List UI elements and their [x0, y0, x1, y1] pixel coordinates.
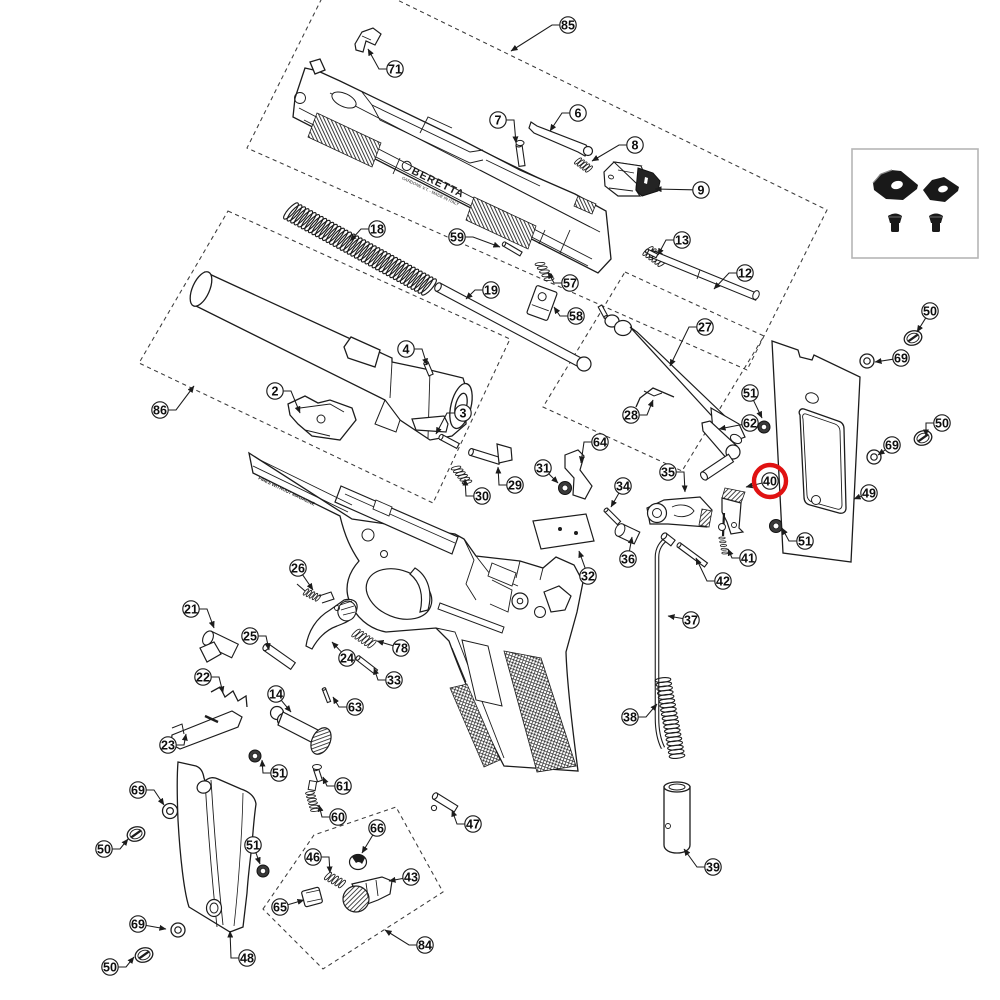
svg-text:63: 63	[348, 700, 362, 714]
svg-text:60: 60	[331, 810, 345, 824]
svg-text:59: 59	[450, 230, 464, 244]
svg-text:50: 50	[935, 416, 949, 430]
svg-text:37: 37	[684, 613, 698, 627]
svg-text:31: 31	[536, 461, 550, 475]
svg-text:86: 86	[153, 403, 167, 417]
svg-text:25: 25	[243, 629, 257, 643]
svg-text:7: 7	[495, 113, 502, 127]
svg-text:34: 34	[616, 479, 630, 493]
svg-text:51: 51	[246, 838, 260, 852]
svg-text:24: 24	[340, 651, 354, 665]
svg-text:66: 66	[370, 821, 384, 835]
svg-text:35: 35	[661, 465, 675, 479]
svg-text:13: 13	[675, 233, 689, 247]
svg-text:85: 85	[561, 18, 575, 32]
svg-text:19: 19	[484, 283, 498, 297]
svg-text:9: 9	[698, 183, 705, 197]
svg-text:48: 48	[240, 951, 254, 965]
svg-text:8: 8	[632, 138, 639, 152]
svg-text:28: 28	[624, 408, 638, 422]
svg-text:2: 2	[272, 384, 279, 398]
svg-text:69: 69	[885, 438, 899, 452]
svg-text:14: 14	[269, 687, 283, 701]
svg-text:58: 58	[569, 309, 583, 323]
svg-text:78: 78	[394, 641, 408, 655]
svg-text:69: 69	[131, 783, 145, 797]
svg-text:62: 62	[743, 416, 757, 430]
svg-text:18: 18	[370, 222, 384, 236]
svg-text:3: 3	[460, 406, 467, 420]
svg-text:32: 32	[581, 569, 595, 583]
svg-text:6: 6	[575, 106, 582, 120]
svg-text:30: 30	[475, 489, 489, 503]
svg-text:57: 57	[563, 276, 577, 290]
svg-text:22: 22	[196, 670, 210, 684]
svg-text:50: 50	[103, 960, 117, 974]
svg-text:42: 42	[716, 574, 730, 588]
svg-text:64: 64	[593, 435, 607, 449]
svg-text:61: 61	[336, 779, 350, 793]
svg-text:39: 39	[706, 860, 720, 874]
svg-text:65: 65	[273, 900, 287, 914]
svg-text:4: 4	[403, 342, 410, 356]
svg-text:51: 51	[743, 386, 757, 400]
svg-text:84: 84	[418, 938, 432, 952]
svg-text:46: 46	[306, 850, 320, 864]
svg-text:47: 47	[466, 817, 480, 831]
svg-text:26: 26	[291, 561, 305, 575]
svg-text:29: 29	[508, 478, 522, 492]
svg-text:71: 71	[388, 62, 402, 76]
svg-text:50: 50	[97, 842, 111, 856]
svg-text:12: 12	[738, 266, 752, 280]
svg-text:49: 49	[862, 486, 876, 500]
svg-text:69: 69	[894, 351, 908, 365]
svg-text:36: 36	[621, 552, 635, 566]
svg-text:51: 51	[798, 534, 812, 548]
svg-text:50: 50	[923, 304, 937, 318]
svg-text:23: 23	[161, 738, 175, 752]
svg-text:41: 41	[741, 551, 755, 565]
svg-text:43: 43	[404, 870, 418, 884]
svg-text:21: 21	[184, 602, 198, 616]
svg-text:33: 33	[387, 673, 401, 687]
svg-text:38: 38	[623, 710, 637, 724]
svg-text:51: 51	[272, 766, 286, 780]
svg-text:27: 27	[698, 320, 712, 334]
svg-text:69: 69	[131, 917, 145, 931]
svg-text:40: 40	[763, 474, 777, 488]
